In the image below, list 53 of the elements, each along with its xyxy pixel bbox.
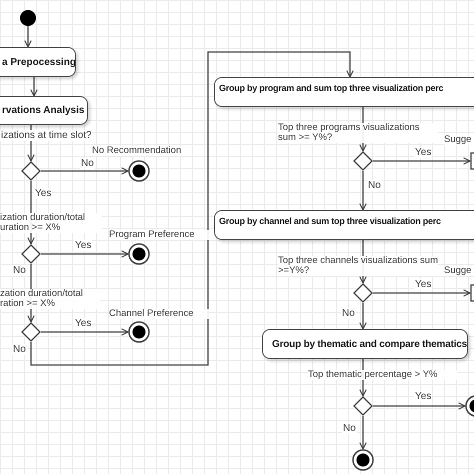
end-node [128,243,150,265]
edge-label: Yes [414,279,432,290]
action-box [214,210,474,240]
end-node [352,449,374,471]
edge-label: No [367,180,382,191]
edge-label: izations at time slot? [0,130,93,141]
edge-label: Yes [414,391,432,402]
decision-diamond [353,396,373,416]
flow-arrow [359,171,367,211]
action-box [262,329,468,359]
action-label: Group by channel and sum top three visualization perc [219,216,441,226]
flow-arrow [24,26,32,48]
flow-arrow [359,416,367,450]
flow-arrow [41,167,129,175]
flow-arrow [373,157,471,165]
flow-arrow [359,303,367,330]
edge-label: Yes [34,188,52,199]
action-label: rvations Analysis [2,105,84,116]
guard-condition: Top three channels visualizations sum >=Y%? [278,256,438,276]
end-node [128,321,150,343]
edge-label: No [80,158,95,169]
guard-condition: Top three programs visualizations sum >= Y%? [278,123,438,143]
flow-arrow [30,77,38,97]
outcome-label: Program Preference [109,230,209,240]
action-box [0,96,88,125]
edge-label: Yes [74,240,92,251]
edge-label: No [342,423,357,434]
flow-arrow [30,51,354,366]
edge-label: No [12,344,27,355]
outcome-label: Sugge [444,135,474,145]
edge-label: Yes [74,318,92,329]
edge-label: No [341,308,356,319]
outcome-label: Sugge [444,266,474,276]
decision-diamond [21,161,41,181]
flow-arrow [373,289,471,297]
flow-arrow [41,328,129,336]
decision-diamond [21,322,41,342]
action-label: Group by thematic and compare thematics [272,338,468,350]
decision-diamond [353,283,373,303]
edge-label: Yes [414,147,432,158]
decision-diamond [21,244,41,264]
flow-arrow [373,402,466,410]
action-box [214,77,474,107]
start-node [20,10,36,26]
decision-diamond [353,151,373,171]
edge-label: No [12,265,27,276]
outcome-label: Channel Preference [109,309,209,319]
end-node [128,160,150,182]
flow-arrow [41,250,129,258]
action-label: Group by program and sum top three visualization perc [219,83,444,93]
guard-condition: Top thematic percentage > Y% [308,370,458,380]
guard-condition: ization duration/total uration >= X% [0,213,102,233]
guard-condition: zation duration/total ration >= X% [0,289,100,309]
